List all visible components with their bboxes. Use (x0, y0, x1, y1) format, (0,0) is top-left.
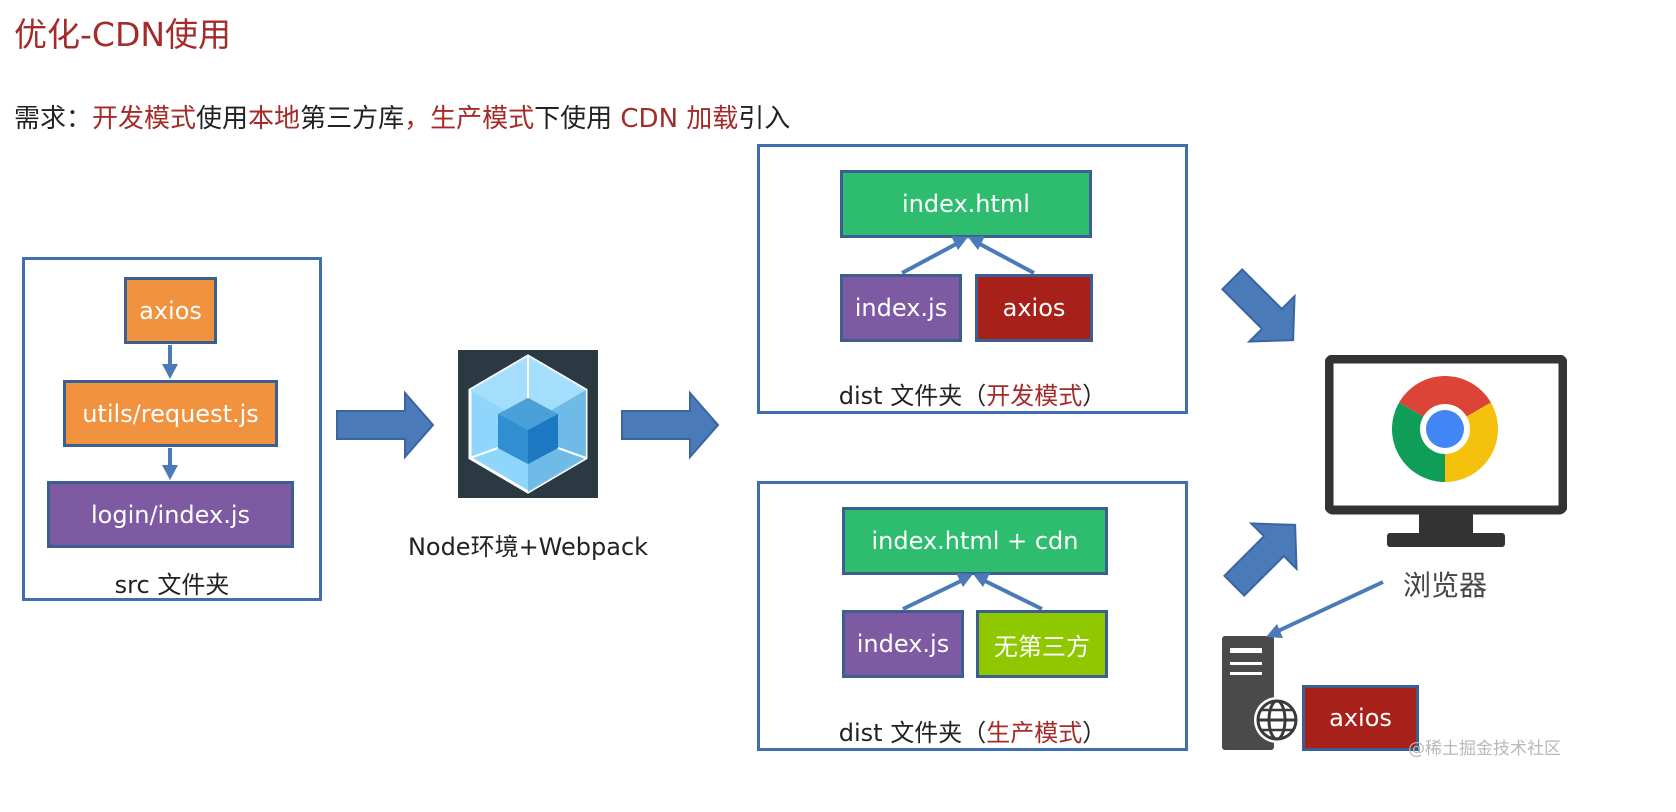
arrow-browser-to-server (1266, 580, 1384, 638)
dist-prod-js-box: index.js (842, 610, 964, 678)
arrow-src-to-webpack (336, 390, 435, 460)
dist-dev-axios-box: axios (975, 274, 1093, 342)
arrow-webpack-to-dist (621, 390, 720, 460)
requirement-line: 需求：开发模式使用本地第三方库，生产模式下使用 CDN 加载引入 (14, 98, 790, 135)
dist-prod-caption-mode: 生产模式 (986, 719, 1083, 747)
dist-dev-js-box: index.js (840, 274, 962, 342)
chrome-logo-icon (1388, 372, 1502, 486)
dist-dev-caption-suffix: ） (1082, 382, 1107, 410)
globe-icon (1252, 695, 1302, 745)
req-third-party: 第三方库 (300, 104, 405, 134)
dist-prod-caption: dist 文件夹（生产模式） (757, 713, 1188, 748)
req-import: 引入 (738, 104, 791, 134)
dist-dev-arrow-js-html (901, 236, 968, 275)
src-arrow-axios-request (162, 345, 178, 379)
page-title: 优化-CDN使用 (14, 15, 232, 54)
src-request-box: utils/request.js (63, 380, 278, 447)
req-use: 使用 (196, 104, 249, 134)
dist-dev-arrow-axios-html (968, 236, 1035, 275)
req-under-use: 下使用 (534, 104, 613, 134)
req-cdn-load: CDN 加载 (620, 104, 739, 134)
dist-prod-caption-suffix: ） (1082, 719, 1107, 747)
watermark: @稀土掘金技术社区 (1408, 739, 1561, 759)
dist-dev-html-box: index.html (840, 170, 1092, 238)
req-dev-mode: 开发模式 (92, 104, 197, 134)
dist-dev-caption: dist 文件夹（开发模式） (757, 376, 1188, 411)
src-arrow-request-login (162, 448, 178, 480)
dist-prod-caption-prefix: dist 文件夹（ (838, 719, 987, 747)
dist-prod-html-box: index.html + cdn (842, 507, 1108, 575)
arrow-dist-dev-to-browser (1220, 267, 1296, 343)
dist-prod-none-box: 无第三方 (976, 610, 1108, 678)
webpack-label: Node环境+Webpack (407, 533, 649, 561)
dist-dev-caption-mode: 开发模式 (986, 382, 1083, 410)
req-prod-mode: 生产模式 (430, 104, 535, 134)
src-folder-caption: src 文件夹 (114, 571, 230, 599)
cdn-axios-box: axios (1302, 685, 1419, 751)
arrow-dist-prod-to-browser (1222, 522, 1298, 598)
dist-prod-arrow-js-html (902, 573, 973, 611)
dist-prod-frame (757, 481, 1188, 751)
req-prefix: 需求： (14, 104, 93, 134)
dist-dev-caption-prefix: dist 文件夹（ (838, 382, 987, 410)
req-comma: ， (404, 104, 431, 134)
browser-label: 浏览器 (1402, 569, 1487, 602)
webpack-logo (458, 350, 598, 498)
src-axios-box: axios (124, 277, 217, 344)
dist-prod-arrow-none-html (973, 573, 1043, 611)
src-login-box: login/index.js (47, 481, 294, 548)
webpack-cube-icon (468, 354, 588, 494)
req-local: 本地 (248, 104, 301, 134)
